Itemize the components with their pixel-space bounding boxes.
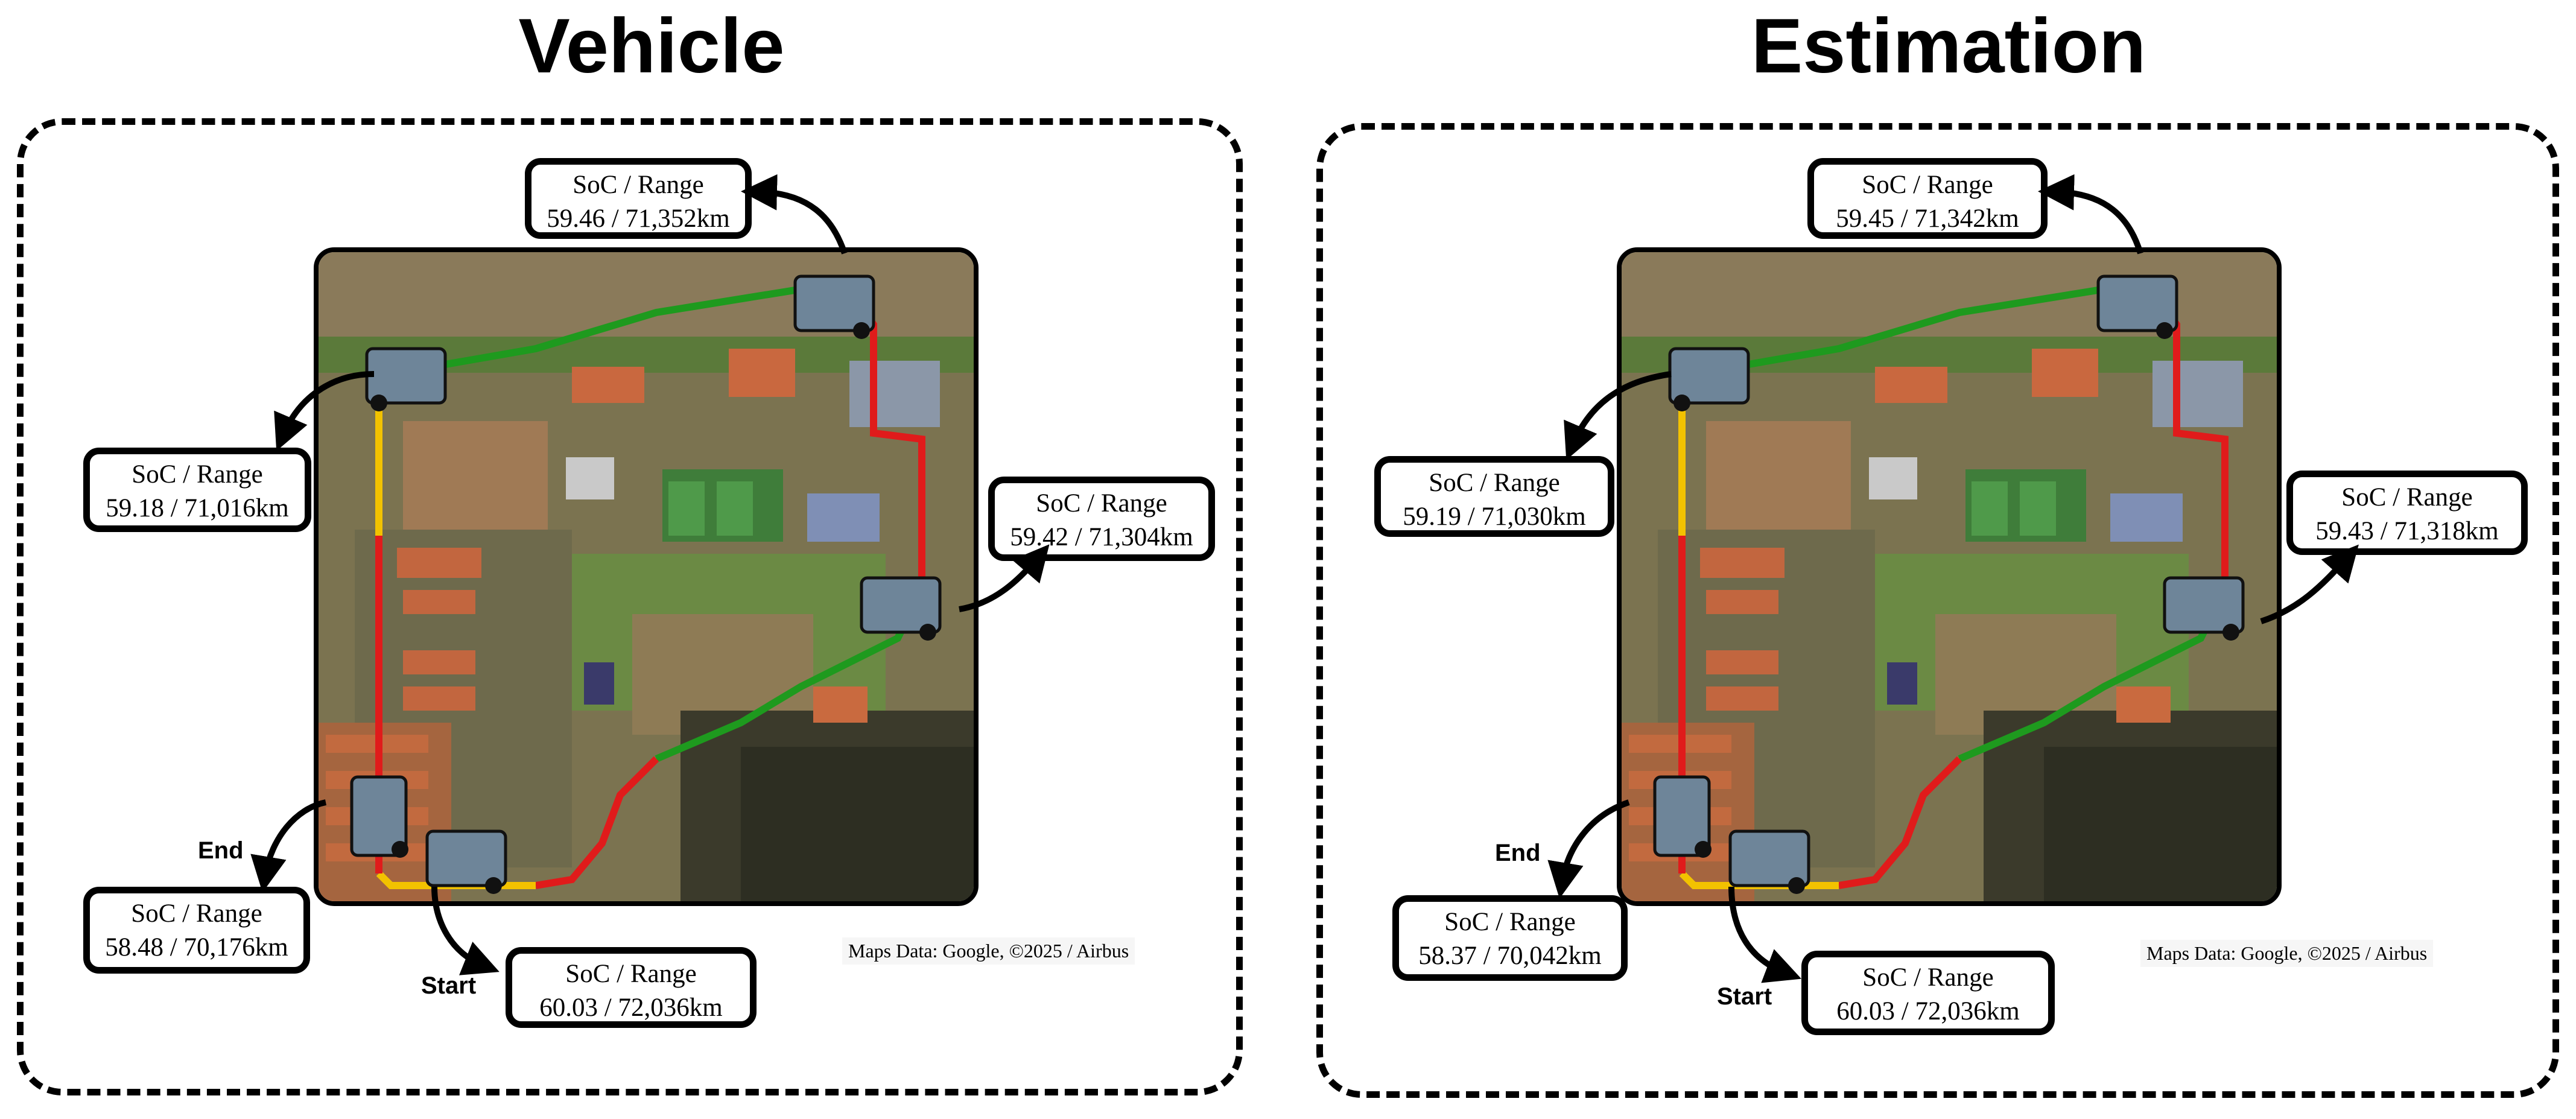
curved-arrow-icon (741, 174, 848, 255)
curved-arrow-icon (2038, 174, 2143, 255)
callout-value: 60.03 / 72,036km (539, 994, 723, 1022)
callout-right-estimation: SoC / Range 59.43 / 71,318km (2286, 471, 2528, 555)
satellite-map-vehicle (314, 247, 979, 906)
callout-value: 59.18 / 71,016km (106, 494, 289, 522)
callout-value: 59.45 / 71,342km (1836, 204, 2019, 233)
vehicle-icon (2096, 274, 2178, 339)
callout-start-estimation: SoC / Range 60.03 / 72,036km (1801, 951, 2055, 1035)
callout-label: SoC / Range (131, 899, 262, 928)
satellite-map-image (319, 252, 974, 901)
end-label-estimation: End (1495, 840, 1541, 866)
curved-arrow-icon (1564, 371, 1672, 460)
callout-value: 60.03 / 72,036km (1836, 997, 2020, 1025)
vehicle-icon (350, 775, 408, 858)
callout-end-vehicle: SoC / Range 58.48 / 70,176km (83, 887, 310, 974)
curved-arrow-icon (1547, 799, 1630, 899)
end-label-vehicle: End (198, 837, 244, 864)
panel-title-estimation: Estimation (1751, 3, 2146, 89)
callout-label: SoC / Range (565, 960, 697, 988)
callout-left-vehicle: SoC / Range 59.18 / 71,016km (83, 448, 311, 532)
callout-label: SoC / Range (1444, 908, 1576, 936)
curved-arrow-icon (250, 799, 327, 893)
callout-label: SoC / Range (1036, 489, 1167, 518)
callout-label: SoC / Range (132, 460, 263, 489)
curved-arrow-icon (274, 371, 375, 451)
vehicle-icon (1728, 829, 1810, 894)
curved-arrow-icon (1728, 886, 1802, 983)
callout-value: 59.46 / 71,352km (547, 204, 730, 233)
callout-label: SoC / Range (1862, 963, 1994, 992)
panel-frame-vehicle (17, 118, 1243, 1095)
satellite-map-image (1622, 252, 2277, 901)
start-label-estimation: Start (1717, 983, 1772, 1010)
map-credit-vehicle: Maps Data: Google, ©2025 / Airbus (842, 937, 1135, 965)
curved-arrow-icon (431, 886, 500, 975)
satellite-map-estimation (1617, 247, 2282, 906)
vehicle-icon (425, 829, 507, 894)
callout-end-estimation: SoC / Range 58.37 / 70,042km (1392, 895, 1628, 981)
callout-value: 58.37 / 70,042km (1418, 942, 1602, 970)
vehicle-icon (1668, 347, 1750, 411)
callout-value: 59.43 / 71,318km (2315, 517, 2499, 545)
start-label-vehicle: Start (421, 972, 477, 999)
vehicle-icon (793, 274, 875, 339)
callout-start-vehicle: SoC / Range 60.03 / 72,036km (506, 947, 757, 1028)
vehicle-icon (860, 576, 942, 641)
callout-value: 59.19 / 71,030km (1403, 502, 1586, 531)
callout-right-vehicle: SoC / Range 59.42 / 71,304km (988, 477, 1215, 561)
vehicle-icon (1653, 775, 1712, 858)
callout-label: SoC / Range (573, 171, 704, 199)
callout-label: SoC / Range (2341, 483, 2473, 512)
curved-arrow-icon (2260, 544, 2359, 624)
map-credit-estimation: Maps Data: Google, ©2025 / Airbus (2140, 940, 2434, 967)
panel-frame-estimation (1316, 123, 2559, 1098)
callout-top-estimation: SoC / Range 59.45 / 71,342km (1807, 158, 2048, 239)
callout-label: SoC / Range (1862, 171, 1993, 199)
panel-title-vehicle: Vehicle (518, 3, 785, 89)
callout-value: 58.48 / 70,176km (105, 933, 288, 962)
curved-arrow-icon (959, 544, 1050, 612)
vehicle-icon (2163, 576, 2245, 641)
callout-left-estimation: SoC / Range 59.19 / 71,030km (1374, 456, 1614, 537)
callout-label: SoC / Range (1429, 469, 1560, 497)
